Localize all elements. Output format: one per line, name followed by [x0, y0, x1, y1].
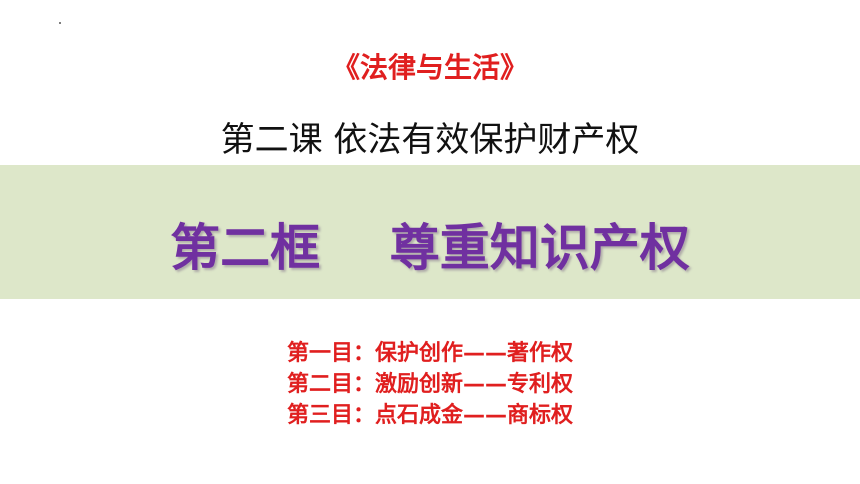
topic-item-2: 第二目：激励创新——专利权	[286, 372, 573, 397]
book-title: 《法律与生活》	[331, 51, 528, 84]
title-band	[0, 165, 860, 299]
topic-item-1: 第一目：保护创作——著作权	[286, 341, 573, 366]
lesson-title: 第二课 依法有效保护财产权	[220, 120, 640, 160]
topic-item-3: 第三目：点石成金——商标权	[286, 403, 573, 428]
topic-list: 第一目：保护创作——著作权 第二目：激励创新——专利权 第三目：点石成金——商标…	[0, 338, 860, 431]
decorative-dot	[59, 22, 61, 24]
frame-title: 第二框 尊重知识产权	[170, 219, 690, 277]
